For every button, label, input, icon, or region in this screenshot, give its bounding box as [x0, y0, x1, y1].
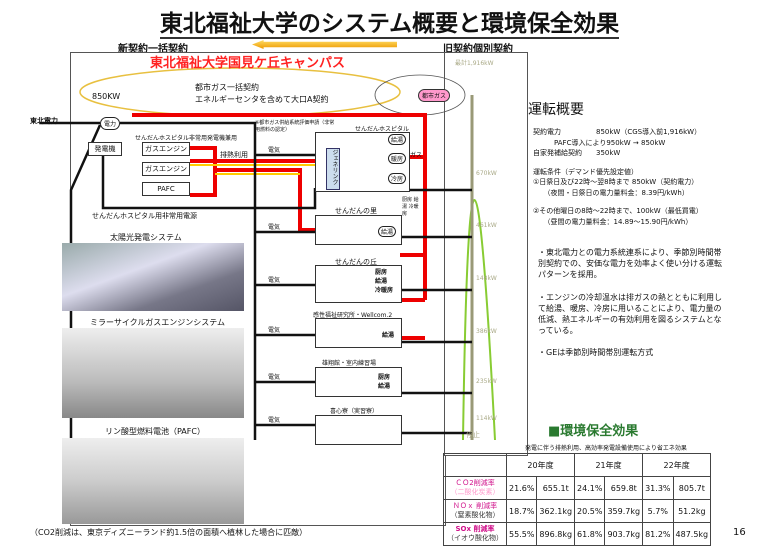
hospital-emergency-label: せんだんホスピタル非常用発電機兼用: [135, 135, 238, 142]
gas-engine-box-2: ガスエンジン: [142, 162, 190, 176]
electricity-label: 電気: [268, 147, 281, 154]
building-name: 雄翔館・室内練習場: [322, 360, 377, 367]
hospital-emergency-power-label: せんだんホスピタル用非常用電源: [92, 212, 197, 220]
electricity-label: 電気: [268, 327, 281, 334]
building-name: 感性福祉研究所・Wellcom.2: [313, 312, 393, 319]
city-gas-node: 都市ガス: [418, 89, 451, 102]
page-number: 16: [733, 527, 746, 538]
operation-details: 契約電力 850kW（CGS導入前1,916kW） PAFC導入により950kW…: [533, 128, 703, 226]
solar-label: 太陽光発電システム: [110, 233, 182, 242]
contract-850kw: 850KW: [92, 92, 121, 101]
sato-box: [315, 215, 402, 245]
env-title: ■環境保全効果: [548, 424, 639, 439]
campus-title: 東北福祉大学国見ケ丘キャンパス: [150, 56, 346, 71]
old-level: 148kW: [476, 275, 497, 282]
tohoku-power-label: 東北電力: [30, 117, 58, 125]
heat-use-label: 排熱利用: [220, 151, 248, 159]
sato-hot-water: 給湯: [378, 226, 397, 237]
old-level: 386kW: [476, 328, 497, 335]
building-box-oka: [315, 265, 402, 303]
building-name: せんだんの丘: [335, 258, 377, 266]
gas-note: ※都市ガス供給系統評価申請（非常用燃料の認定）: [255, 120, 335, 133]
hospital-name: せんだんホスピタル: [355, 126, 410, 133]
building-box-kishinryo: [315, 415, 402, 445]
old-contract-frame: [444, 52, 528, 456]
old-level: 最計1,916kW: [455, 60, 494, 67]
hospital-hot-water: 給湯: [388, 134, 407, 145]
hospital-cooling: 冷房: [388, 173, 407, 184]
bullet-2: ・エンジンの冷却温水は排ガスの熱とともに利用して給湯、暖房、冷房に用いることによ…: [538, 293, 722, 335]
genelink-unit: ジェネリンク: [326, 148, 340, 190]
building-uses: 厨房給湯: [378, 374, 391, 390]
electricity-label: 電気: [268, 277, 281, 284]
old-level: 停止: [466, 431, 480, 439]
old-level: 461kW: [476, 222, 497, 229]
power-node: 電力: [100, 117, 121, 130]
electricity-label: 電気: [268, 374, 281, 381]
pafc-photo-label: リン酸型燃料電池（PAFC）: [105, 427, 205, 436]
hospital-heating: 暖房: [388, 153, 407, 164]
building-uses: 厨房給湯冷暖房: [375, 269, 394, 294]
gas-engine-photo: [62, 328, 244, 418]
co2-note: （CO2削減は、東京ディズニーランド約1.5倍の面積へ植林した場合に匹敵）: [30, 528, 308, 537]
old-level: 670kW: [476, 170, 497, 177]
building-box-yushokan: [315, 367, 402, 397]
new-contract-label: 新契約一括契約: [118, 44, 188, 55]
gas-contract-line2: エネルギーセンタを含めて大口A契約: [195, 95, 329, 104]
page-title: 東北福祉大学のシステム概要と環境保全効果: [159, 11, 620, 39]
pafc-box: PAFC: [142, 182, 190, 196]
building-name: 喜心寮（実習寮）: [330, 408, 379, 415]
generator-box: 発電機: [88, 142, 122, 156]
solar-photo: [62, 243, 244, 311]
electricity-label: 電気: [268, 417, 281, 424]
old-level: 235kW: [476, 378, 497, 385]
old-contract-label: 旧契約個別契約: [443, 44, 513, 55]
sato-uses: 厨房 給湯 冷暖房: [402, 197, 419, 217]
env-subtitle: 発電に伴う排熱利用、高効率発電設備使用により省エネ効果: [525, 445, 687, 452]
building-uses: 給湯: [382, 332, 395, 339]
bullet-1: ・東北電力との電力系統連系により、季節別時間帯別契約での、安価な電力を効率よく使…: [538, 248, 722, 279]
bullet-3: ・GEは季節別時間帯別運転方式: [538, 348, 654, 357]
miller-label: ミラーサイクルガスエンジンシステム: [90, 318, 225, 327]
pafc-photo: [62, 438, 244, 524]
old-level: 114kW: [476, 415, 497, 422]
gas-contract-line1: 都市ガス一括契約: [195, 83, 259, 92]
gas-engine-box-1: ガスエンジン: [142, 142, 190, 156]
building-box-wellcom: [315, 318, 402, 348]
gas-label: ガス: [410, 152, 423, 159]
sato-name: せんだんの里: [335, 207, 377, 215]
arrow-left-icon: [252, 40, 397, 49]
electricity-label: 電気: [268, 224, 281, 231]
operation-title: 運転概要: [528, 102, 584, 118]
